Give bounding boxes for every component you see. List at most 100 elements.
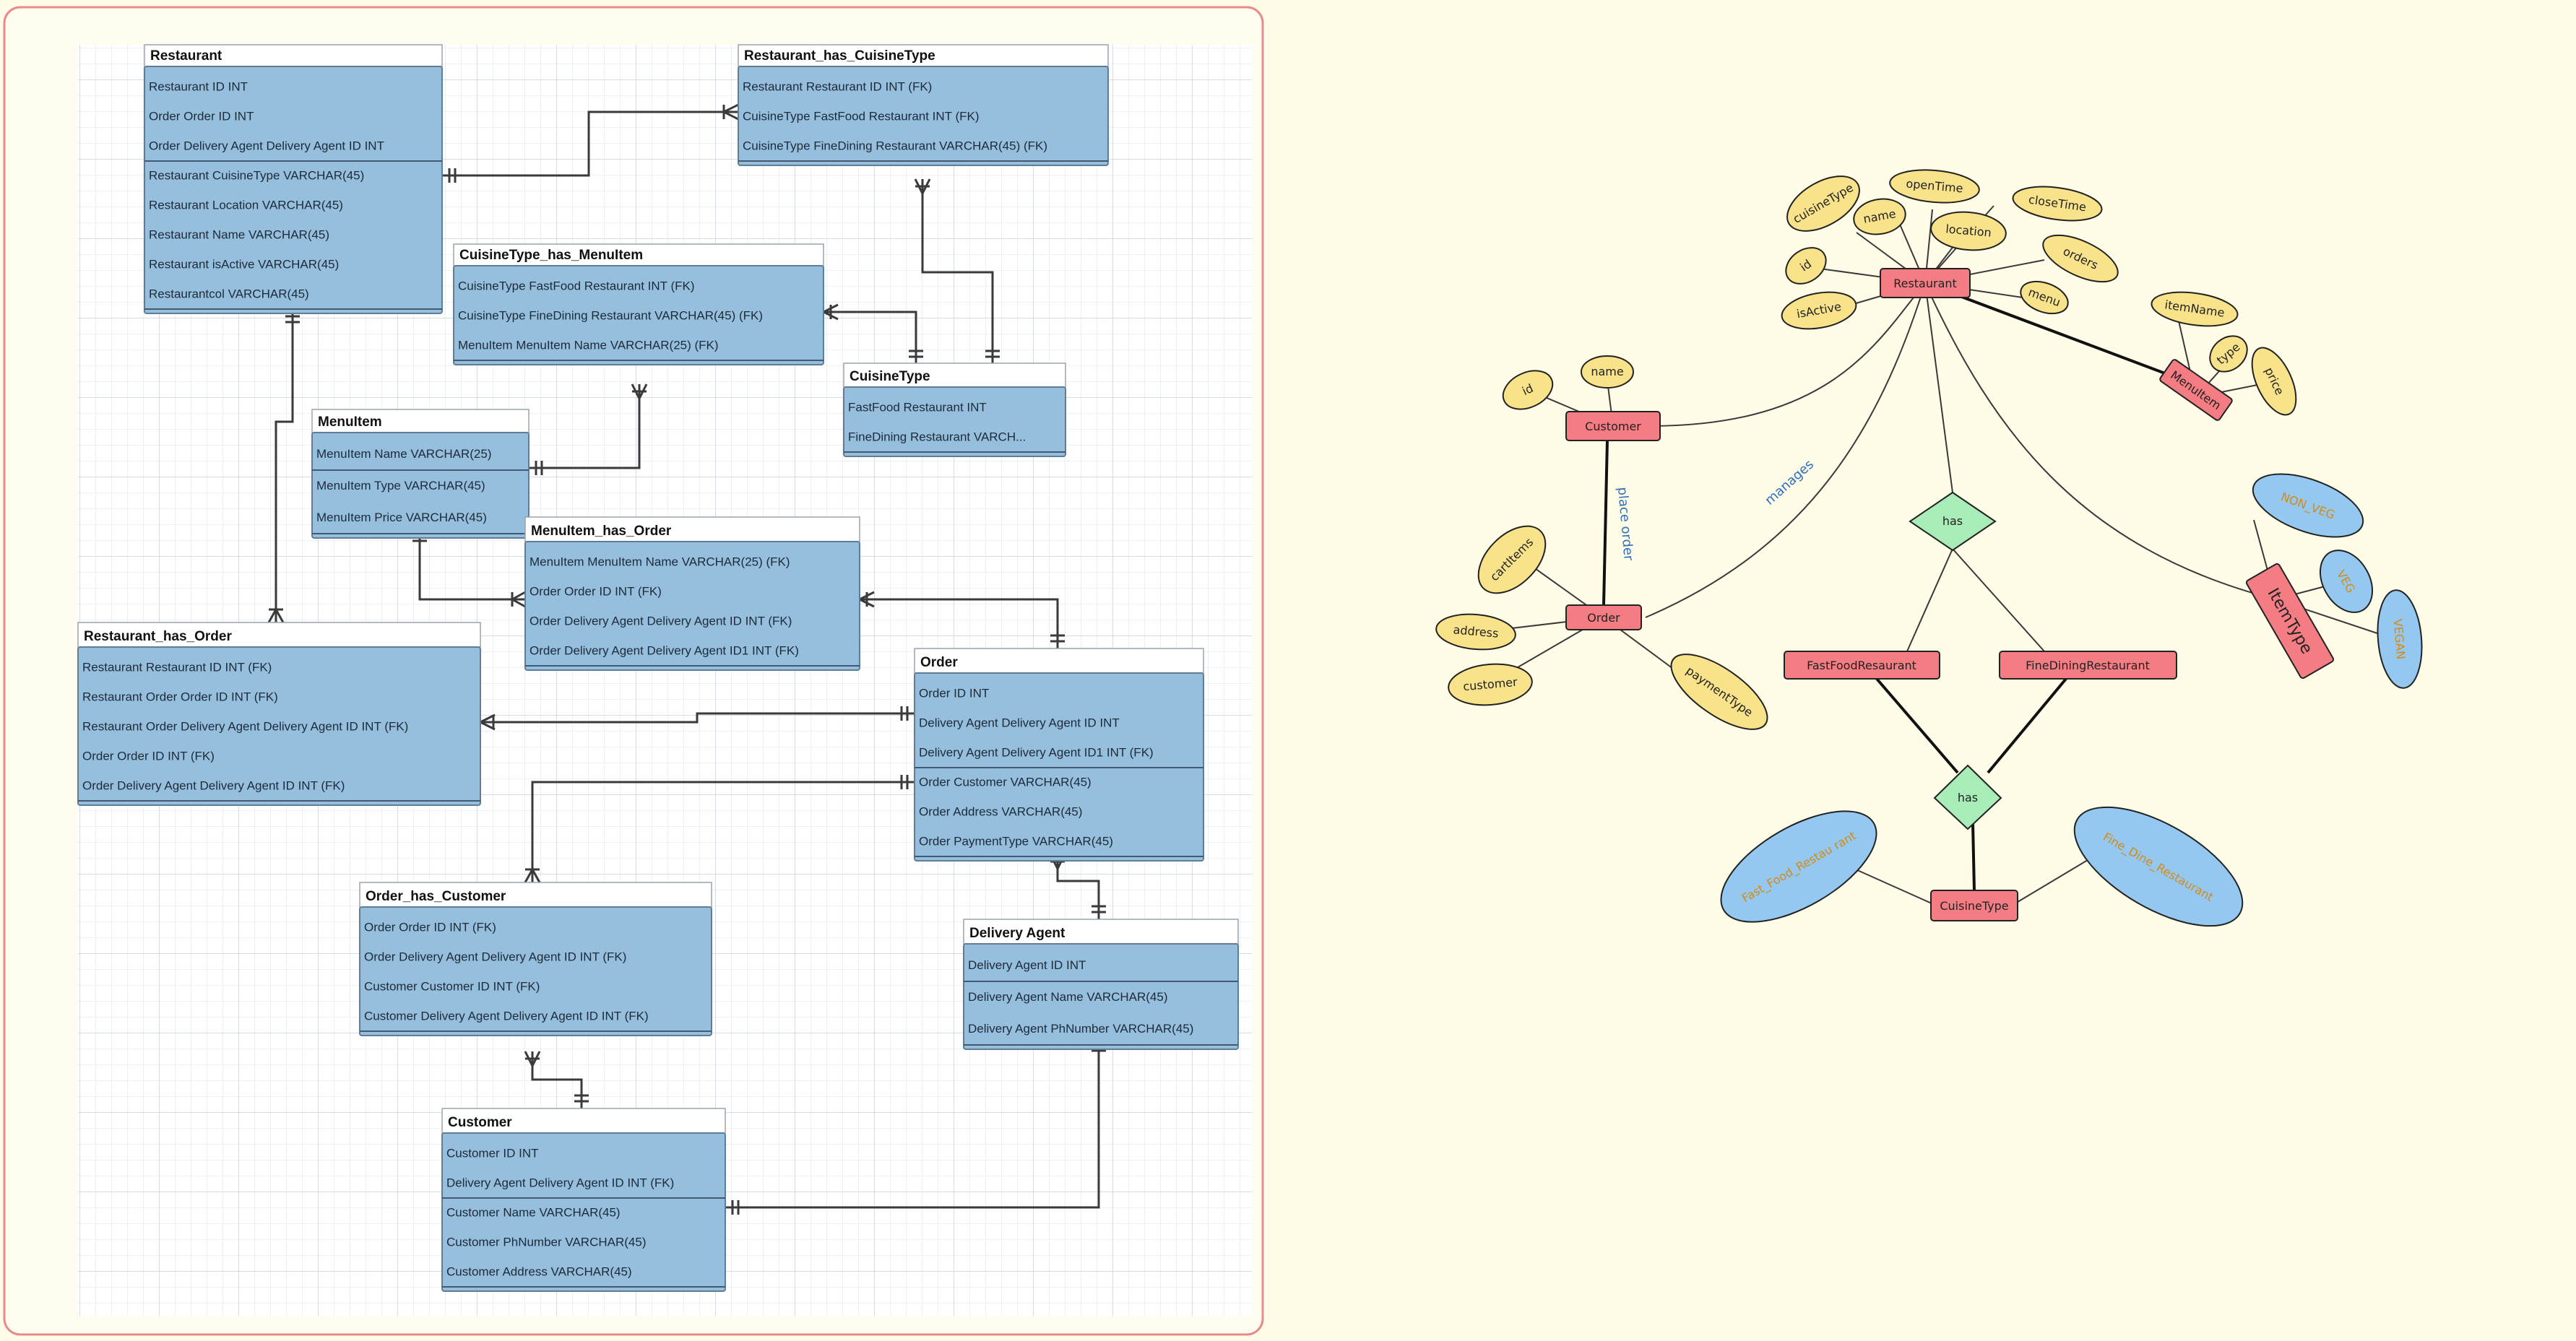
entity-customer-label: Customer [1585,420,1641,433]
schema-connectors [267,103,1106,1215]
restaurant-attributes: cuisineType name openTime closeTime loca… [1781,169,2119,330]
mark [859,591,875,608]
table-field: Restaurant Location VARCHAR(45) [149,199,343,212]
entity-restaurant-label: Restaurant [1893,277,1957,290]
conn-chm-menuitem [529,384,641,469]
table-body [524,541,860,671]
table-field: Customer Name VARCHAR(45) [446,1206,621,1220]
entity-finedining-label: FineDiningRestaurant [2026,659,2150,672]
attr-menu-ellipse [2020,280,2069,315]
table-title: Restaurant_has_Order [84,629,232,644]
table-body [963,943,1239,1050]
table-field: Restaurant CuisineType VARCHAR(45) [149,169,364,183]
mark [480,713,496,731]
table-title: Restaurant [150,48,222,64]
table-header [963,919,1239,945]
attr-type-ellipse [2209,335,2248,373]
table-field: Restaurant Name VARCHAR(45) [149,228,329,242]
table-field: CuisineType FastFood Restaurant INT (FK) [743,110,980,123]
attr-finedine-ellipse [2073,806,2244,927]
table-field: Restaurant isActive VARCHAR(45) [149,258,339,272]
attr-location-ellipse [1930,211,2007,251]
mark [731,1200,740,1215]
table-title: CuisineType_has_MenuItem [459,248,643,263]
attr-vegan-ellipse [2377,589,2423,689]
table-field: Customer ID INT [446,1147,539,1160]
entity-customer-box [1565,411,1661,441]
table-field: Restaurant Order Order ID INT (FK) [82,690,278,704]
table-field: MenuItem Type VARCHAR(45) [316,479,485,492]
mark [914,178,931,194]
table-field: FastFood Restaurant INT [848,401,987,415]
conn-mho-order [860,598,1059,648]
table-field: Customer Customer ID INT (FK) [364,980,540,994]
rel-diamond-has-1 [1909,491,1997,552]
attr-price-ellipse [2251,347,2297,416]
mark [511,591,526,608]
table-body [738,66,1109,166]
table-field: Order Delivery Agent Delivery Agent ID1 … [530,644,799,658]
er-lines [1480,205,2385,907]
entity-finedining-box [1999,651,2177,680]
attr-id-ellipse [1785,247,1827,285]
entity-restaurant-box [1880,268,1971,298]
er-line [1849,855,2096,907]
table-body [453,265,824,365]
entity-order: Order [1565,604,1642,630]
conn-menuitem-mho [418,529,525,601]
table-field: CuisineType FastFood Restaurant INT (FK) [458,279,695,293]
table-field: Customer Delivery Agent Delivery Agent I… [364,1010,649,1023]
table-field: Delivery Agent Delivery Agent ID INT (FK… [446,1176,674,1190]
itemtype-attributes: NON_VEG VEG VEGAN [2252,473,2423,689]
attr-vegan: VEGAN [2391,618,2408,660]
table-body [359,906,712,1036]
mark [631,383,648,399]
table-title: Order_has_Customer [366,889,506,904]
table-field: Delivery Agent PhNumber VARCHAR(45) [968,1022,1193,1036]
er-line-restaurant-menuitem [1924,282,2171,377]
er-line-bold [1971,823,1976,891]
er-line-restaurant-has [1924,282,1953,493]
er-line-restaurant-customer [1648,282,1926,427]
entity-menuitem-box [2159,359,2233,421]
table-title: MenuItem_has_Order [531,524,672,539]
rel-has-1: has [1942,514,1963,528]
er-line-place-order [1602,439,1609,606]
table-field: Delivery Agent Name VARCHAR(45) [968,990,1168,1004]
er-line-manages [1645,282,1926,618]
entity-fastfood-box [1784,651,1940,680]
er-line [1906,548,2045,652]
table-field: Restaurant Restaurant ID INT (FK) [743,80,932,94]
table-header [311,409,530,433]
table-title: Restaurant_has_CuisineType [744,48,935,64]
mark [524,868,541,883]
mark [1092,905,1106,913]
table-title: Delivery Agent [969,926,1066,941]
conn-order-ohc [531,781,915,882]
label-place-order: place order [1615,487,1636,562]
attr-veg-ellipse [2319,550,2374,613]
attr-customer-name-ellipse [1581,355,1634,389]
mark [524,1051,541,1067]
mark [985,350,1000,358]
table-field: Restaurant ID INT [149,80,248,94]
attr-cartitems-ellipse [1477,525,1547,594]
table-field: FineDining Restaurant VARCH... [848,430,1026,444]
rel-has-2: has [1958,791,1978,804]
attr-order-customer-ellipse [1448,663,1533,706]
entity-order-label: Order [1587,611,1620,625]
attr-cuisinetype-ellipse [1786,175,1860,232]
conn-rhc-cuisinetype [921,179,994,363]
table-field: Delivery Agent ID INT [968,958,1086,972]
attr-customer-name: name [1591,365,1623,378]
table-header [359,882,712,908]
mark [448,168,457,183]
